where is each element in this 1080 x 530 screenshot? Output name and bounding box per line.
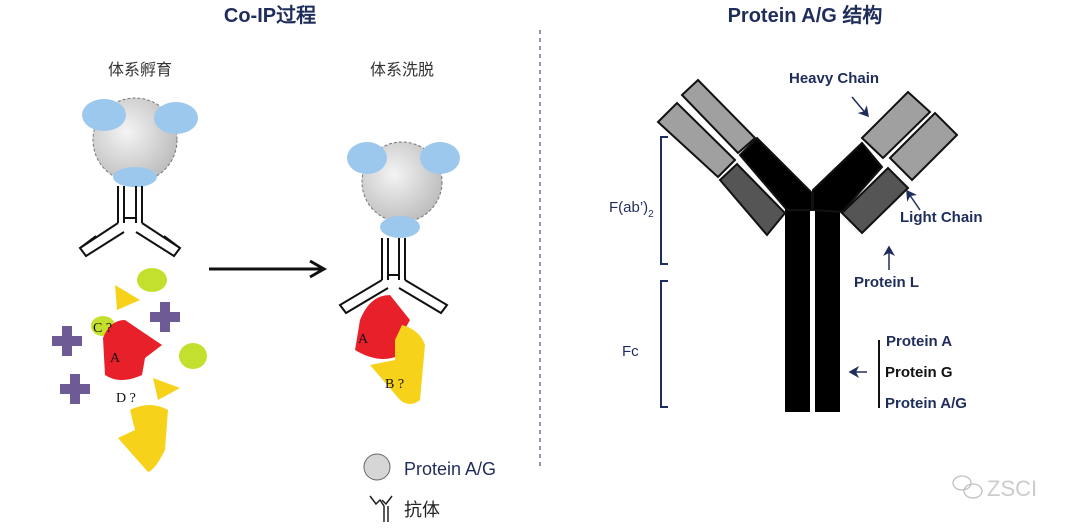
antibody-icon bbox=[78, 186, 182, 258]
wechat-icon bbox=[952, 475, 983, 499]
fc-heavy-chain-left bbox=[785, 195, 810, 412]
fab-bracket bbox=[660, 136, 668, 265]
fc-label: Fc bbox=[622, 343, 639, 360]
right-light-cl bbox=[840, 166, 910, 235]
fab-label: F(ab’)2 bbox=[609, 199, 654, 220]
label-d: D ? bbox=[116, 391, 136, 406]
right-title: Protein A/G 结构 bbox=[728, 3, 883, 27]
right-heavy-arm bbox=[812, 141, 884, 214]
heavy-chain-label: Heavy Chain bbox=[789, 70, 879, 87]
right-light-vl bbox=[888, 111, 959, 182]
antibody-structure bbox=[656, 78, 959, 412]
legend-antibody: 抗体 bbox=[404, 500, 440, 520]
step1-label: 体系孵育 bbox=[108, 61, 172, 79]
label-a: A bbox=[110, 351, 121, 366]
left-title: Co-IP过程 bbox=[224, 4, 316, 27]
label-b: B ? bbox=[385, 377, 404, 392]
bead-complex-2: A B ? bbox=[338, 141, 460, 404]
legend-protein-ag: Protein A/G bbox=[404, 459, 496, 479]
protein-ag-label: Protein A/G bbox=[885, 395, 967, 412]
legend: Protein A/G 抗体 bbox=[363, 453, 496, 522]
protein-l-label: Protein L bbox=[854, 274, 919, 291]
watermark-text: ZSCI bbox=[987, 476, 1037, 501]
protein-mixture: C ? A D ? bbox=[52, 268, 207, 472]
process-arrow bbox=[209, 259, 328, 279]
protein-a-label: Protein A bbox=[886, 333, 952, 350]
left-light-vl bbox=[656, 101, 737, 179]
step2-label: 体系洗脱 bbox=[370, 61, 434, 79]
heavy-chain-arrow bbox=[851, 96, 869, 118]
antibody-icon bbox=[369, 495, 393, 522]
light-chain-label: Light Chain bbox=[900, 209, 983, 226]
label-c: C ? bbox=[93, 321, 112, 336]
fc-heavy-chain-right bbox=[815, 195, 840, 412]
left-light-cl bbox=[718, 162, 787, 237]
label-a-eluted: A bbox=[358, 332, 369, 347]
bead-circle-icon bbox=[363, 453, 391, 481]
right-heavy-vh bbox=[860, 90, 932, 160]
fc-bracket bbox=[660, 280, 668, 408]
protein-g-label: Protein G bbox=[885, 364, 953, 381]
light-chain-arrow bbox=[906, 189, 921, 211]
left-heavy-vh bbox=[680, 78, 757, 155]
watermark: ZSCI bbox=[952, 475, 1037, 501]
bead-complex-1 bbox=[78, 97, 198, 258]
antibody-icon bbox=[338, 238, 449, 315]
